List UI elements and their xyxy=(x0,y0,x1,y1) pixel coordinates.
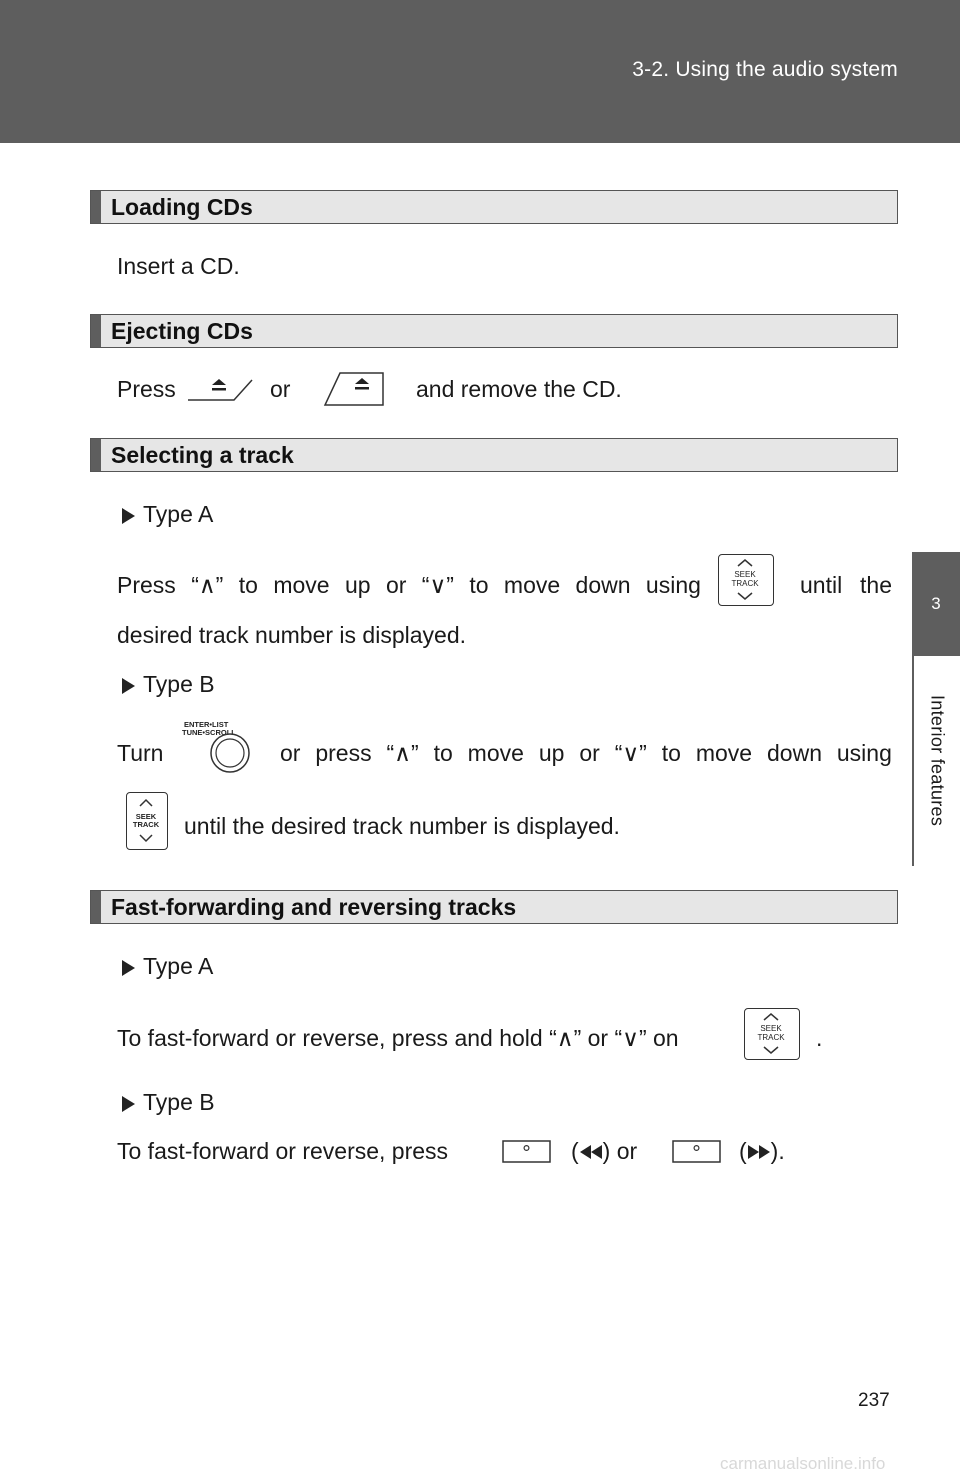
section-title-fastforward: Fast-forwarding and reversing tracks xyxy=(111,894,517,920)
word: move xyxy=(467,740,524,766)
word: up xyxy=(344,572,371,598)
section-title-loading: Loading CDs xyxy=(111,194,253,220)
ejecting-after-text: and remove the CD. xyxy=(416,376,622,402)
seek-track-button-vertical-icon: SEEK TRACK xyxy=(126,792,168,850)
page-number: 237 xyxy=(858,1390,890,1411)
paren-open: ( xyxy=(739,1138,747,1164)
section-title-ejecting: Ejecting CDs xyxy=(111,318,253,344)
seek-label-bottom: TRACK xyxy=(757,1033,785,1042)
rewind-icon xyxy=(579,1145,602,1159)
ejecting-instruction: Press xyxy=(117,374,176,404)
section-heading-fastforward: Fast-forwarding and reversing tracks xyxy=(90,890,898,924)
knob-label-bottom: TUNE•SCROLL xyxy=(182,728,236,737)
word: to xyxy=(469,572,489,598)
seek-label-bottom: TRACK xyxy=(731,579,759,588)
selecting-type-a-line2: desired track number is displayed. xyxy=(117,622,466,648)
word: Press xyxy=(117,572,176,598)
word: “∧” xyxy=(386,740,419,766)
section-heading-selecting: Selecting a track xyxy=(90,438,898,472)
word: using xyxy=(645,572,701,598)
knob-label-top: ENTER•LIST xyxy=(184,720,229,729)
enter-list-knob-icon: ENTER•LIST TUNE•SCROLL xyxy=(182,720,250,773)
preset-button-icon xyxy=(502,1140,551,1163)
paren-open: ( xyxy=(571,1138,579,1164)
seek-track-button-icon: SEEK TRACK xyxy=(744,1008,800,1060)
selecting-type-b-line2: until the desired track number is displa… xyxy=(184,813,620,839)
watermark: carmanualsonline.info xyxy=(720,1454,886,1473)
fastforward-type-b: Type B xyxy=(122,1087,215,1117)
word: press xyxy=(315,740,372,766)
seek-label-top: SEEK xyxy=(136,812,157,821)
seek-label-top: SEEK xyxy=(734,570,756,579)
fast-forward-icon xyxy=(747,1145,770,1159)
bullet-arrow-icon xyxy=(122,507,135,524)
word: “∧” xyxy=(191,572,224,598)
chapter-tab-label: Interior features xyxy=(912,656,960,866)
word: to xyxy=(238,572,258,598)
word: to xyxy=(661,740,681,766)
ejecting-or-text: or xyxy=(270,376,291,402)
page-header: 3-2. Using the audio system xyxy=(0,0,960,143)
paren-close-period: ). xyxy=(770,1138,785,1164)
word: move xyxy=(503,572,561,598)
selecting-type-b-turn: Turn xyxy=(117,740,164,766)
bullet-arrow-icon xyxy=(122,677,135,694)
loading-instruction: Insert a CD. xyxy=(117,253,240,279)
seek-label-bottom: TRACK xyxy=(133,820,160,829)
fastforward-type-a: Type A xyxy=(122,951,213,981)
word: or xyxy=(385,572,407,598)
selecting-type-b: Type B xyxy=(122,669,215,699)
eject-button-a-icon xyxy=(188,379,253,401)
selecting-type-b-line1: or press “∧” to move up or “∨” to move d… xyxy=(280,738,892,768)
word: or xyxy=(280,740,301,766)
fastforward-type-a-label: Type A xyxy=(143,953,214,979)
fastforward-type-a-end: . xyxy=(816,1025,823,1051)
section-heading-loading: Loading CDs xyxy=(90,190,898,224)
selecting-type-a-line1-end: until the xyxy=(800,570,892,600)
chapter-tab-number: 3 xyxy=(912,552,960,656)
word: “∨” xyxy=(421,572,454,598)
line-end-text: until the xyxy=(800,572,892,598)
ejecting-press-text: Press xyxy=(117,376,176,402)
selecting-type-a: Type A xyxy=(122,499,213,529)
word: move xyxy=(695,740,753,766)
section-heading-ejecting: Ejecting CDs xyxy=(90,314,898,348)
bullet-arrow-icon xyxy=(122,959,135,976)
fastforward-type-b-text: To fast-forward or reverse, press xyxy=(117,1138,449,1164)
paren-close-or: ) or xyxy=(602,1138,638,1164)
eject-button-b-icon xyxy=(323,372,384,406)
section-title-selecting: Selecting a track xyxy=(111,442,294,468)
selecting-type-a-label: Type A xyxy=(143,501,214,527)
fastforward-rewind-group: ( ) or xyxy=(571,1136,637,1166)
selecting-type-a-line1: Press “∧” to move up or “∨” to move down… xyxy=(117,570,701,600)
seek-label-top: SEEK xyxy=(760,1024,782,1033)
fastforward-type-a-text: To fast-forward or reverse, press and ho… xyxy=(117,1025,679,1051)
header-section-title: 3-2. Using the audio system xyxy=(632,58,898,81)
word: down xyxy=(767,740,822,766)
chapter-tab-label-text: Interior features xyxy=(927,695,948,827)
seek-track-button-icon: SEEK TRACK xyxy=(718,554,774,606)
word: to xyxy=(433,740,453,766)
preset-button-icon xyxy=(672,1140,721,1163)
fastforward-type-b-label: Type B xyxy=(143,1089,215,1115)
fastforward-forward-group: ( ). xyxy=(739,1136,785,1166)
word: move xyxy=(273,572,330,598)
word: or xyxy=(579,740,600,766)
bullet-arrow-icon xyxy=(122,1095,135,1112)
selecting-type-b-label: Type B xyxy=(143,671,215,697)
word: down xyxy=(575,572,631,598)
word: using xyxy=(836,740,892,766)
word: up xyxy=(538,740,565,766)
word: “∨” xyxy=(614,740,647,766)
